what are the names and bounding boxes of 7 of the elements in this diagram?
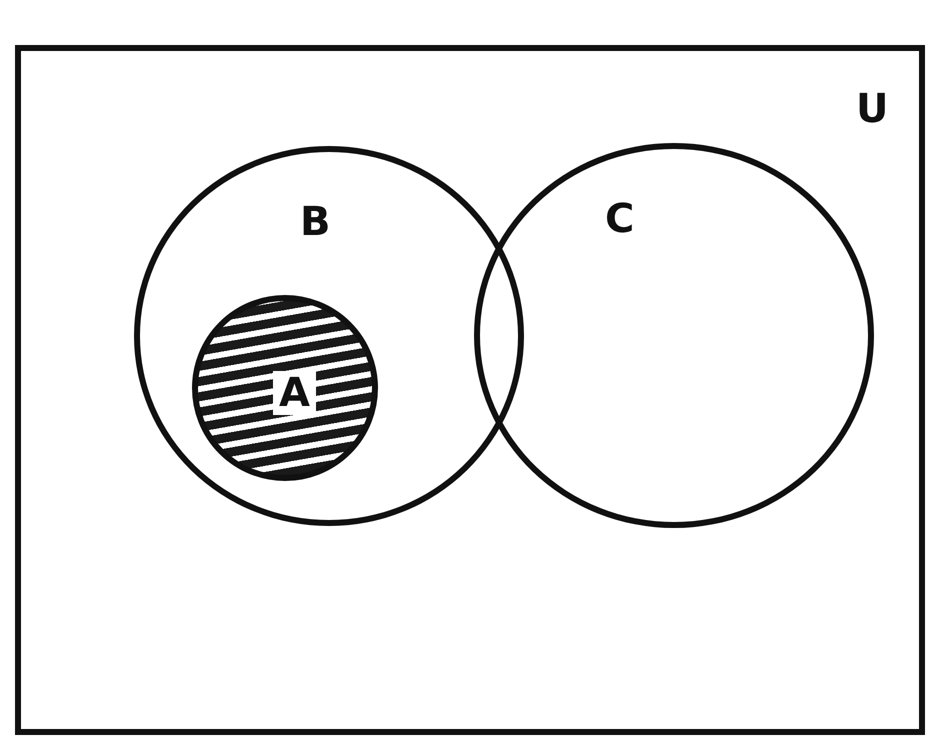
set-circle — [134, 146, 524, 526]
set-label: C — [605, 199, 634, 239]
universe-box — [15, 45, 925, 735]
set-circle — [474, 143, 874, 528]
set-label: U — [856, 89, 888, 129]
set-label: B — [300, 202, 330, 242]
set-label: A — [273, 371, 316, 415]
